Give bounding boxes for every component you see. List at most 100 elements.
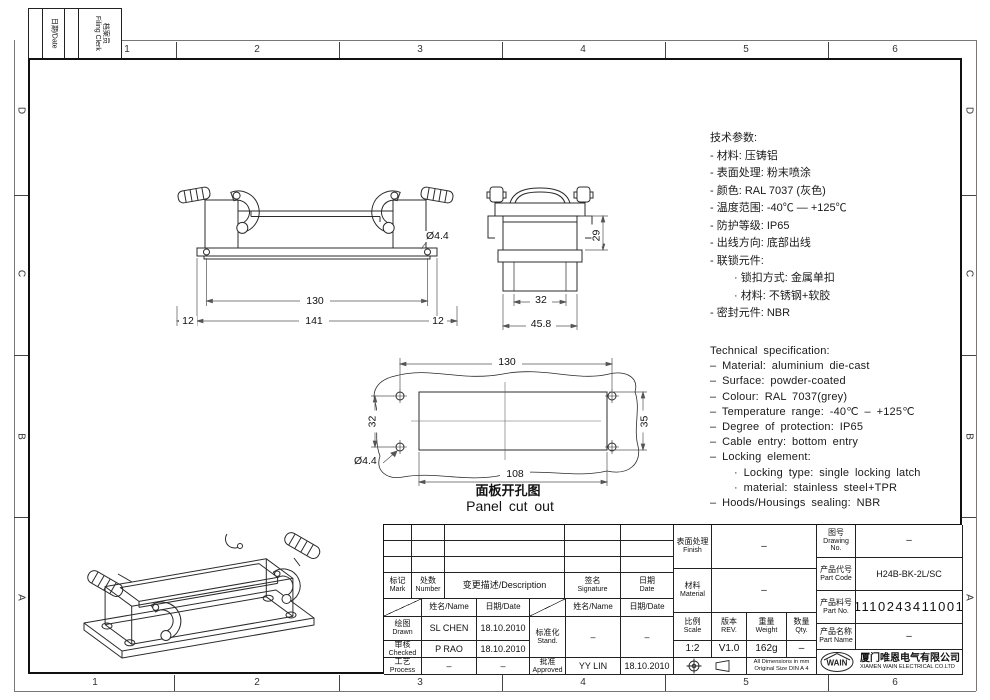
panel-dim-hole: Ø4.4 bbox=[353, 455, 378, 467]
tb-process-en: Process bbox=[389, 666, 416, 674]
tb-partno-label: 产品料号 Part No. bbox=[817, 591, 856, 624]
zone-tick bbox=[962, 195, 976, 196]
panel-cutout-drawing bbox=[345, 346, 665, 514]
spec-line: - 出线方向: 底部出线 bbox=[710, 237, 811, 249]
spec-line: – Degree of protection: IP65 bbox=[710, 421, 864, 434]
tb-finish-en: Finish bbox=[683, 547, 702, 555]
tb-approved-name: YY LIN bbox=[566, 658, 621, 675]
tb-mark-en: Mark bbox=[389, 586, 406, 594]
tb-scale-en: Scale bbox=[683, 627, 702, 635]
zone-row-right-C: C bbox=[963, 269, 975, 278]
zone-tick bbox=[502, 675, 503, 691]
zone-tick bbox=[962, 517, 976, 518]
tb-empty-cell bbox=[445, 525, 565, 541]
sheet-border-bottom bbox=[14, 691, 976, 692]
tb-checked-name: P RAO bbox=[422, 641, 477, 658]
panel-caption-en: Panel cut out bbox=[466, 498, 554, 514]
zone-row-left-C: C bbox=[15, 269, 27, 278]
front-dim-hole: Ø4.4 bbox=[425, 230, 450, 242]
tb-rev-label: 版本 REV. bbox=[712, 613, 747, 641]
tb-finish-value: – bbox=[712, 525, 817, 569]
sheet-border-right bbox=[976, 40, 977, 691]
spec-line: – Cable entry: bottom entry bbox=[710, 436, 859, 449]
spec-line: – Locking element: bbox=[710, 451, 811, 464]
tb-approved-cn: 批准 bbox=[539, 658, 556, 666]
tb-partcode-cn: 产品代号 bbox=[820, 564, 852, 574]
zone-col-top-6: 6 bbox=[892, 44, 898, 55]
tb-partcode-label: 产品代号 Part Code bbox=[817, 558, 856, 591]
tb-material-label: 材料 Material bbox=[674, 569, 712, 613]
front-dim-12-left: 12 bbox=[179, 316, 197, 327]
spec-line: – Surface: powder-coated bbox=[710, 375, 846, 388]
tb-qty-value: – bbox=[787, 641, 817, 658]
zone-col-bot-2: 2 bbox=[254, 677, 260, 688]
tb-finish-label: 表面处理 Finish bbox=[674, 525, 712, 569]
tb-weight-label: 重量 Weight bbox=[747, 613, 787, 641]
tb-drawn-date-value: 18.10.2010 bbox=[480, 623, 526, 634]
tb-empty-cell bbox=[445, 557, 565, 573]
wain-logo-text: WAIN bbox=[827, 659, 848, 668]
spec-line: - 材料: 压铸铝 bbox=[710, 149, 778, 162]
spec-line: – Hoods/Housings sealing: NBR bbox=[710, 497, 881, 510]
tb-dwgno-cn: 图号 bbox=[828, 527, 844, 537]
tb-empty-cell bbox=[445, 541, 565, 557]
tb-process-name: – bbox=[422, 658, 477, 675]
tb-date-header-2: 日期/Date bbox=[629, 602, 665, 612]
tb-name-header-2: 姓名/Name bbox=[573, 602, 613, 612]
spec-block-english: Technical specification: – Material: alu… bbox=[710, 344, 960, 511]
tb-empty-cell bbox=[621, 525, 674, 541]
spec-line: - 表面处理: 粉末喷涂 bbox=[710, 167, 811, 179]
tb-stand-date: – bbox=[621, 617, 674, 658]
company-name-en: XIAMEN WAIN ELECTRICAL CO.LTD bbox=[860, 664, 955, 671]
front-grip-pin-right bbox=[420, 186, 454, 203]
spec-line: - 温度范围: -40℃ — +125℃ bbox=[710, 202, 847, 214]
tb-weight-val: 162g bbox=[755, 643, 778, 655]
tb-process-cn: 工艺 bbox=[394, 658, 411, 666]
tb-partname-label: 产品名称 Part Name bbox=[817, 624, 856, 650]
tb-partno-en: Part No. bbox=[823, 607, 849, 615]
tb-process-date-value: – bbox=[500, 660, 506, 671]
side-housing-body bbox=[487, 187, 593, 291]
tb-rev-en: REV. bbox=[721, 627, 737, 635]
tb-header-number: 处数 Number bbox=[412, 573, 445, 599]
tb-partno-value: 1110243411001 bbox=[856, 591, 963, 624]
tb-empty-cell bbox=[565, 541, 621, 557]
spec-line: – Colour: RAL 7037(grey) bbox=[710, 390, 848, 403]
tb-date-cn: 日期 bbox=[639, 576, 655, 586]
spec-line: – Temperature range: -40℃ – +125℃ bbox=[710, 405, 915, 418]
tb-note-line1: All Dimensions in mm bbox=[753, 659, 810, 666]
tb-drawn-date: 18.10.2010 bbox=[477, 617, 530, 641]
tb-dwgno-value: – bbox=[856, 525, 963, 558]
tb-dimension-note: All Dimensions in mm Original Size DIN A… bbox=[747, 658, 817, 675]
panel-dimension-lines bbox=[371, 358, 647, 486]
tb-weight-cn: 重量 bbox=[758, 617, 775, 627]
tb-subhdr-date-2: 日期/Date bbox=[621, 599, 674, 617]
tb-empty-cell bbox=[384, 525, 412, 541]
tb-scale-value: 1:2 bbox=[674, 641, 712, 658]
tb-empty-cell bbox=[621, 541, 674, 557]
spec-line: – Material: aluminium die-cast bbox=[710, 360, 870, 373]
filing-empty-cell-2 bbox=[65, 9, 79, 58]
filing-date-label: 日期/Date bbox=[50, 18, 58, 49]
spec-line: · 锁扣方式: 金属单扣 bbox=[734, 272, 835, 284]
zone-tick bbox=[14, 195, 28, 196]
front-latch-right bbox=[372, 191, 400, 233]
tb-qty-en: Qty. bbox=[795, 627, 808, 635]
zone-tick bbox=[174, 675, 175, 691]
zone-col-top-3: 3 bbox=[417, 44, 423, 55]
zone-row-right-A: A bbox=[963, 594, 975, 601]
spec-line: Technical specification: bbox=[710, 345, 830, 357]
panel-dim-32: 32 bbox=[367, 410, 379, 433]
tb-empty-cell bbox=[412, 525, 445, 541]
filing-clerk-cell: 档案员 Filing Clerk bbox=[79, 9, 122, 58]
tb-qty-val: – bbox=[798, 643, 805, 655]
tb-qty-label: 数量 Qty. bbox=[787, 613, 817, 641]
tb-dwgno-label: 图号 Drawing No. bbox=[817, 525, 856, 558]
tb-scale-label: 比例 Scale bbox=[674, 613, 712, 641]
tb-header-description: 变更描述/Description bbox=[445, 573, 565, 599]
tb-rev-val: V1.0 bbox=[718, 643, 740, 655]
tb-process-date: – bbox=[477, 658, 530, 675]
zone-col-bot-6: 6 bbox=[892, 677, 898, 688]
zone-row-left-B: B bbox=[15, 433, 27, 440]
tb-dwgno-en: Drawing No. bbox=[823, 537, 849, 553]
